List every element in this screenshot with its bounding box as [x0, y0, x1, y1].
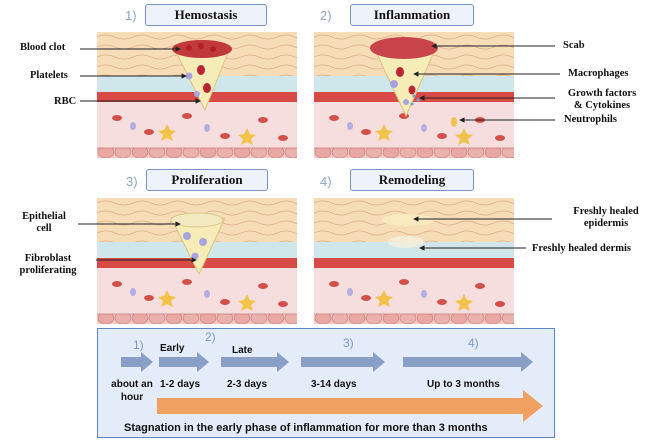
label-fibroblast-line1: Fibroblast — [24, 253, 72, 264]
panel-title-proliferation: Proliferation — [146, 169, 268, 191]
timeline-3-months: Up to 3 months — [427, 379, 500, 390]
label-epithelial-line2: cell — [36, 223, 52, 234]
timeline-arrow-3 — [221, 352, 289, 372]
panel-number: 3) — [126, 174, 138, 189]
label-fresh-dermis: Freshly healed dermis — [532, 243, 631, 254]
timeline-arrow-2 — [159, 352, 209, 372]
label-platelets: Platelets — [30, 70, 68, 81]
label-scab: Scab — [563, 40, 585, 51]
timeline-late: Late — [232, 345, 253, 356]
timeline-1-2-days: 1-2 days — [160, 379, 201, 390]
label-growth-factors-line2: & Cytokines — [573, 100, 631, 111]
timeline-number: 1) — [133, 338, 144, 352]
panel-number: 1) — [125, 8, 137, 23]
label-macrophages: Macrophages — [568, 68, 629, 79]
timeline-about-line2: hour — [120, 392, 144, 403]
timeline-2-3-days: 2-3 days — [227, 379, 268, 390]
panel-number: 4) — [320, 174, 332, 189]
timeline-number: 2) — [205, 330, 216, 344]
timeline-stagnation-arrow — [157, 390, 543, 422]
panel-title-inflammation: Inflammation — [350, 4, 474, 26]
timeline-arrows — [121, 352, 543, 422]
timeline-stagnation-text: Stagnation in the early phase of inflamm… — [124, 422, 488, 434]
timeline-arrow-1 — [121, 352, 153, 372]
label-growth-factors-line1: Growth factors — [567, 88, 637, 99]
inflammation-illustration — [314, 32, 514, 158]
timeline-about-hour: about an hour — [104, 378, 160, 404]
label-fibroblast-line2: proliferating — [19, 265, 77, 276]
panel-title-hemostasis: Hemostasis — [145, 4, 267, 26]
timeline-arrow-5 — [403, 352, 533, 372]
timeline-arrow-4 — [301, 352, 385, 372]
timeline-3-14-days: 3-14 days — [311, 379, 357, 390]
label-neutrophils: Neutrophils — [564, 114, 617, 125]
panel-number: 2) — [320, 8, 332, 23]
label-fresh-epidermis-line1: Freshly healed — [573, 206, 639, 217]
timeline-number: 4) — [468, 336, 479, 350]
label-fibroblast: Fibroblast proliferating — [2, 253, 94, 277]
label-epithelial-cell: Epithelial cell — [12, 211, 76, 235]
label-growth-factors: Growth factors & Cytokines — [556, 88, 648, 112]
proliferation-illustration — [97, 198, 297, 324]
timeline-about-line1: about an — [111, 379, 153, 390]
label-epithelial-line1: Epithelial — [22, 211, 66, 222]
panel-title-remodeling: Remodeling — [350, 169, 474, 191]
timeline-early: Early — [160, 343, 185, 354]
timeline-number: 3) — [343, 336, 354, 350]
timeline-box — [97, 328, 555, 438]
label-fresh-epidermis: Freshly healed epidermis — [554, 206, 658, 230]
remodeling-illustration — [314, 198, 514, 324]
label-fresh-epidermis-line2: epidermis — [583, 218, 629, 229]
label-rbc: RBC — [54, 96, 77, 107]
hemostasis-illustration — [97, 32, 297, 158]
label-blood-clot: Blood clot — [20, 42, 66, 53]
